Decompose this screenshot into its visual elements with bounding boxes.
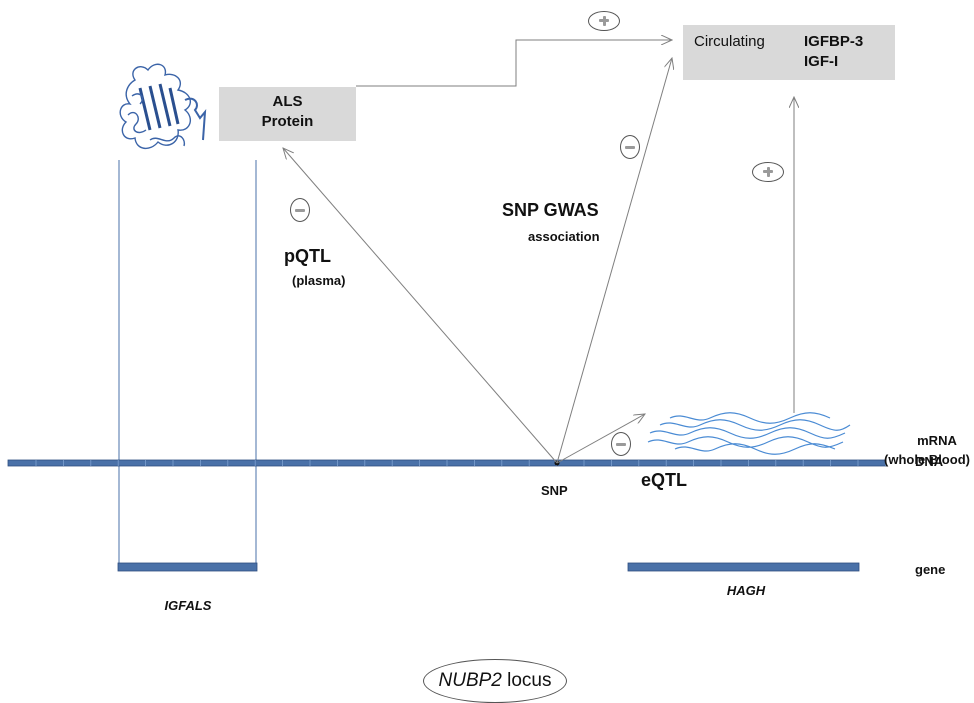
mrna-label-line2: (whole Blood) (884, 452, 970, 467)
pqtl-arrow (283, 148, 558, 464)
gene-row-label: gene (915, 562, 946, 577)
igf1-label: IGF-I (804, 53, 839, 70)
als-protein-box: ALS Protein (219, 87, 356, 141)
circulating-box: Circulating IGFBP-3 IGF-I (683, 25, 895, 80)
als-box-line2: Protein (261, 113, 314, 130)
locus-label: NUBP2 locus (424, 670, 566, 692)
locus-gene-name: NUBP2 (438, 670, 502, 691)
eqtl-label: eQTL (641, 470, 688, 490)
hagh-gene-bar (627, 562, 860, 572)
mrna-label-line1: mRNA (917, 433, 957, 448)
gwas-arrow (556, 58, 672, 464)
snp-label: SNP (541, 483, 568, 498)
locus-oval: NUBP2 locus (423, 659, 567, 703)
mrna-effect-plus-icon (752, 162, 784, 182)
dna-strand (7, 459, 887, 467)
igfbp3-label: IGFBP-3 (804, 33, 864, 50)
pqtl-minus-icon (290, 198, 310, 222)
dna-label: DNA (915, 454, 944, 469)
eqtl-arrow (556, 414, 645, 464)
eqtl-minus-icon (611, 432, 631, 456)
circulating-label: Circulating (694, 33, 765, 50)
igfals-gene-label: IGFALS (164, 598, 212, 613)
als-to-circulating-arrow (356, 40, 672, 87)
gwas-sub-label: association (528, 229, 600, 244)
gwas-minus-icon (620, 135, 640, 159)
pqtl-label: pQTL (284, 246, 331, 266)
locus-suffix: locus (507, 670, 552, 691)
hagh-gene-label: HAGH (726, 583, 766, 598)
als-effect-plus-icon (588, 11, 620, 31)
mrna-strands-icon (647, 412, 851, 455)
pqtl-sub-label: (plasma) (292, 273, 346, 288)
als-box-line1: ALS (272, 93, 303, 110)
gwas-label: SNP GWAS (502, 200, 599, 220)
igfals-gene-bar (117, 562, 258, 572)
protein-structure-icon (119, 63, 207, 149)
